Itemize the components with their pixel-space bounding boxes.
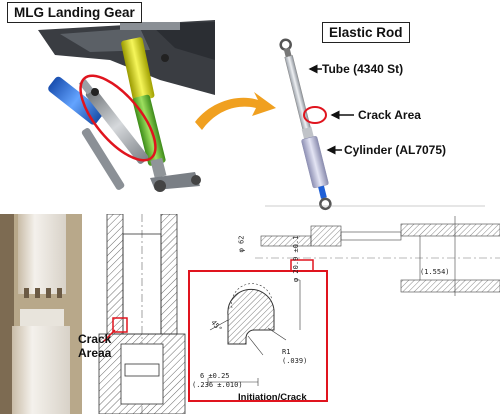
rod-section (310, 225, 342, 247)
initiation-crack-label: Initiation/Crack (238, 392, 307, 403)
inner-step (124, 363, 160, 377)
wing-structure (150, 22, 215, 60)
dim-far-diameter-inch: (1.554) (420, 268, 450, 276)
dim-leader (267, 327, 287, 341)
cylinder-wall (400, 279, 500, 293)
slot (24, 288, 29, 298)
crack-marker-box (112, 317, 128, 333)
dim-top-diameter: φ 20.9 ±0.1 (292, 235, 300, 282)
cylinder-callout: Cylinder (AL7075) (344, 143, 447, 157)
tube-callout: Tube (4340 St) (322, 62, 404, 76)
pivot (91, 88, 99, 96)
dim-radius-inch: (.039) (282, 357, 308, 365)
detail-view (188, 270, 328, 402)
dim-length-inch: (.236 ±.010) (192, 381, 243, 389)
section-drawing (98, 214, 186, 414)
pivot (161, 54, 169, 62)
wing-structure (120, 22, 180, 30)
dim-length: 6 ±0.25 (200, 372, 230, 380)
rod-end-eye (319, 197, 332, 211)
groove-profile (227, 288, 275, 345)
crack-marker-line (102, 329, 116, 343)
blue-actuator (48, 76, 104, 125)
part-neck (20, 309, 64, 327)
dim-line (209, 319, 229, 331)
part-lower (12, 326, 70, 414)
rod-blue-end (318, 185, 327, 199)
highlight-ellipse (79, 74, 157, 162)
mlg-title: MLG Landing Gear (7, 2, 142, 23)
wall-right (160, 214, 178, 335)
slot (57, 288, 62, 298)
wheel-hub (191, 175, 201, 185)
initiation-leader (247, 335, 264, 356)
cylinder-wall (400, 223, 500, 237)
slot (46, 288, 51, 298)
dim-far-diameter: φ 62 (237, 235, 246, 253)
photo-background (0, 214, 14, 414)
crack-area-label-2: Areaa (78, 346, 112, 360)
tube-wall (340, 231, 402, 241)
wall-left (106, 214, 124, 335)
slot (35, 288, 40, 298)
dim-radius: R1 (282, 348, 291, 356)
wheel-hub (154, 180, 166, 192)
elastic-rod-title: Elastic Rod (322, 22, 410, 43)
crack-area-label-1: Crack (78, 332, 112, 346)
landing-gear-illustration (38, 20, 215, 192)
rod-section (260, 235, 312, 247)
part-photo (0, 214, 82, 414)
orange-arrow (195, 92, 276, 130)
assembly-drawing (255, 205, 500, 296)
groove-edge (231, 283, 273, 309)
callout-arrows (308, 64, 354, 155)
yellow-strut (121, 37, 155, 102)
crack-circle (303, 106, 327, 124)
lower-linkage (81, 128, 125, 190)
part-upper (18, 214, 66, 294)
crack-callout: Crack Area (358, 108, 421, 122)
